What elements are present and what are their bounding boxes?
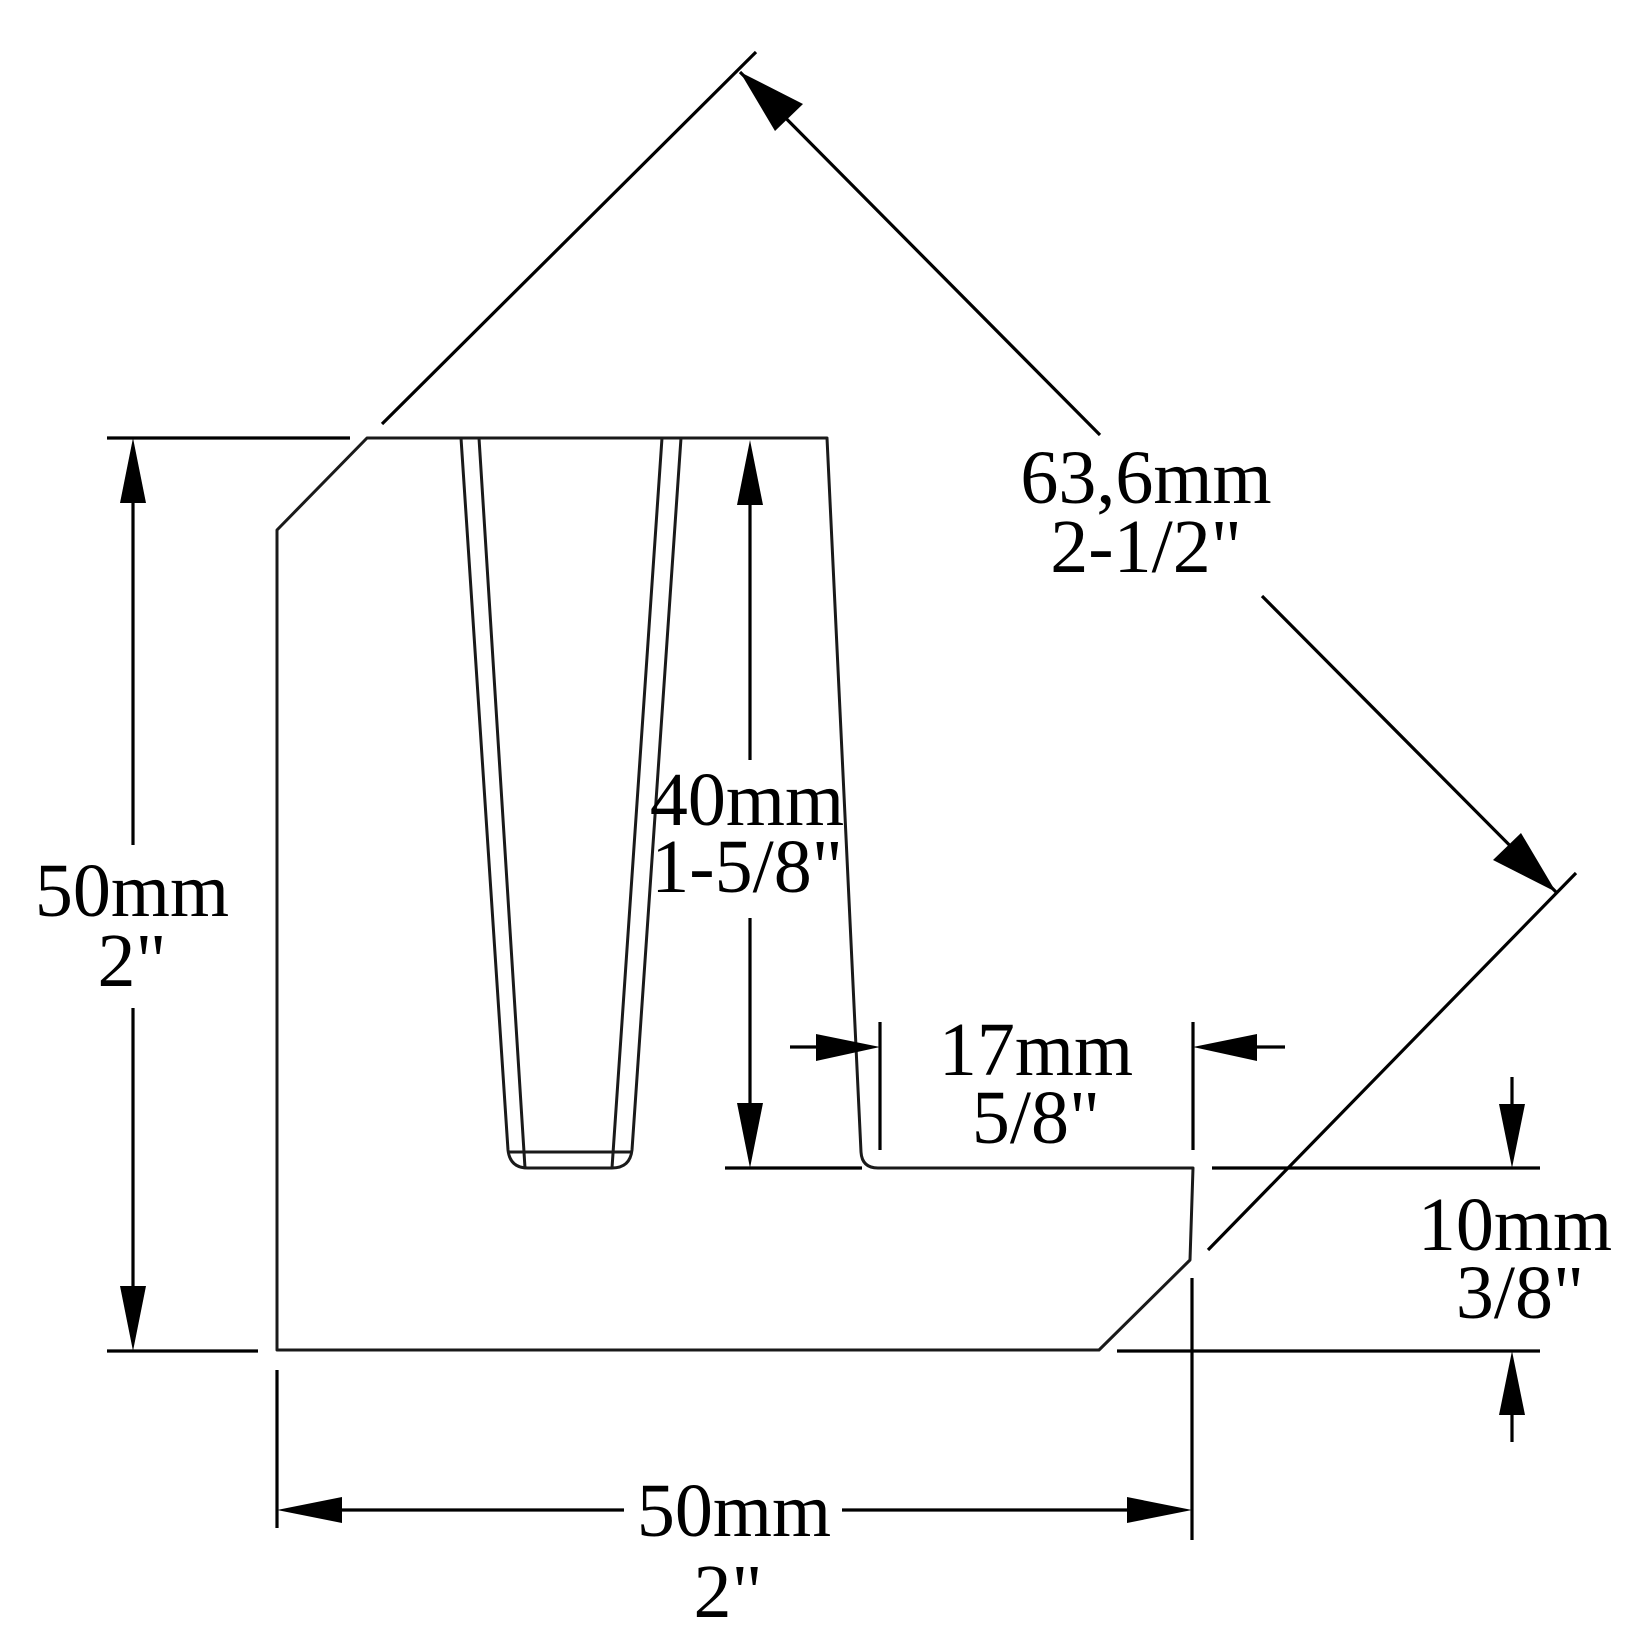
arrowhead-diag-bottom	[1493, 833, 1556, 892]
label-width-metric: 50mm	[637, 1469, 831, 1553]
label-height-metric: 50mm	[35, 849, 229, 933]
arrowhead-up	[120, 438, 146, 503]
dim-diagonal: 63,6mm 2-1/2"	[380, 50, 1578, 1252]
label-height-imperial: 2"	[97, 919, 166, 1003]
dim-step-width: 17mm 5/8"	[790, 1008, 1285, 1160]
arrowhead-down	[120, 1286, 146, 1351]
slot-inner	[477, 437, 664, 1169]
label-diagonal-imperial: 2-1/2"	[1050, 505, 1241, 589]
arrowhead-up	[737, 440, 763, 505]
part-outline	[275, 436, 1195, 1352]
arrowhead-diag-top	[740, 72, 803, 131]
arrowhead-down	[1499, 1104, 1525, 1168]
bracket-profile	[275, 436, 1195, 1352]
dim-height-overall: 50mm 2"	[35, 436, 350, 1353]
arrowhead-right	[816, 1034, 880, 1061]
slot-outer	[459, 437, 683, 1170]
label-slot-depth-metric: 40mm	[650, 758, 844, 842]
dim-base-thickness: 10mm 3/8"	[1117, 1077, 1612, 1442]
label-step-width-imperial: 5/8"	[972, 1076, 1100, 1160]
arrowhead-right	[1127, 1497, 1192, 1523]
label-diagonal-metric: 63,6mm	[1020, 436, 1271, 520]
label-base-thickness-imperial: 3/8"	[1456, 1251, 1584, 1335]
label-step-width-metric: 17mm	[939, 1008, 1133, 1092]
dim-width-overall: 50mm 2"	[275, 1278, 1194, 1634]
arrowhead-left	[1193, 1034, 1257, 1061]
arrowhead-left	[277, 1497, 342, 1523]
label-base-thickness-metric: 10mm	[1418, 1183, 1612, 1267]
arrowhead-down	[737, 1103, 763, 1168]
label-slot-depth-imperial: 1-5/8"	[651, 825, 842, 909]
label-width-imperial: 2"	[693, 1550, 762, 1634]
dim-slot-depth: 40mm 1-5/8"	[650, 440, 862, 1170]
arrowhead-up	[1499, 1351, 1525, 1415]
